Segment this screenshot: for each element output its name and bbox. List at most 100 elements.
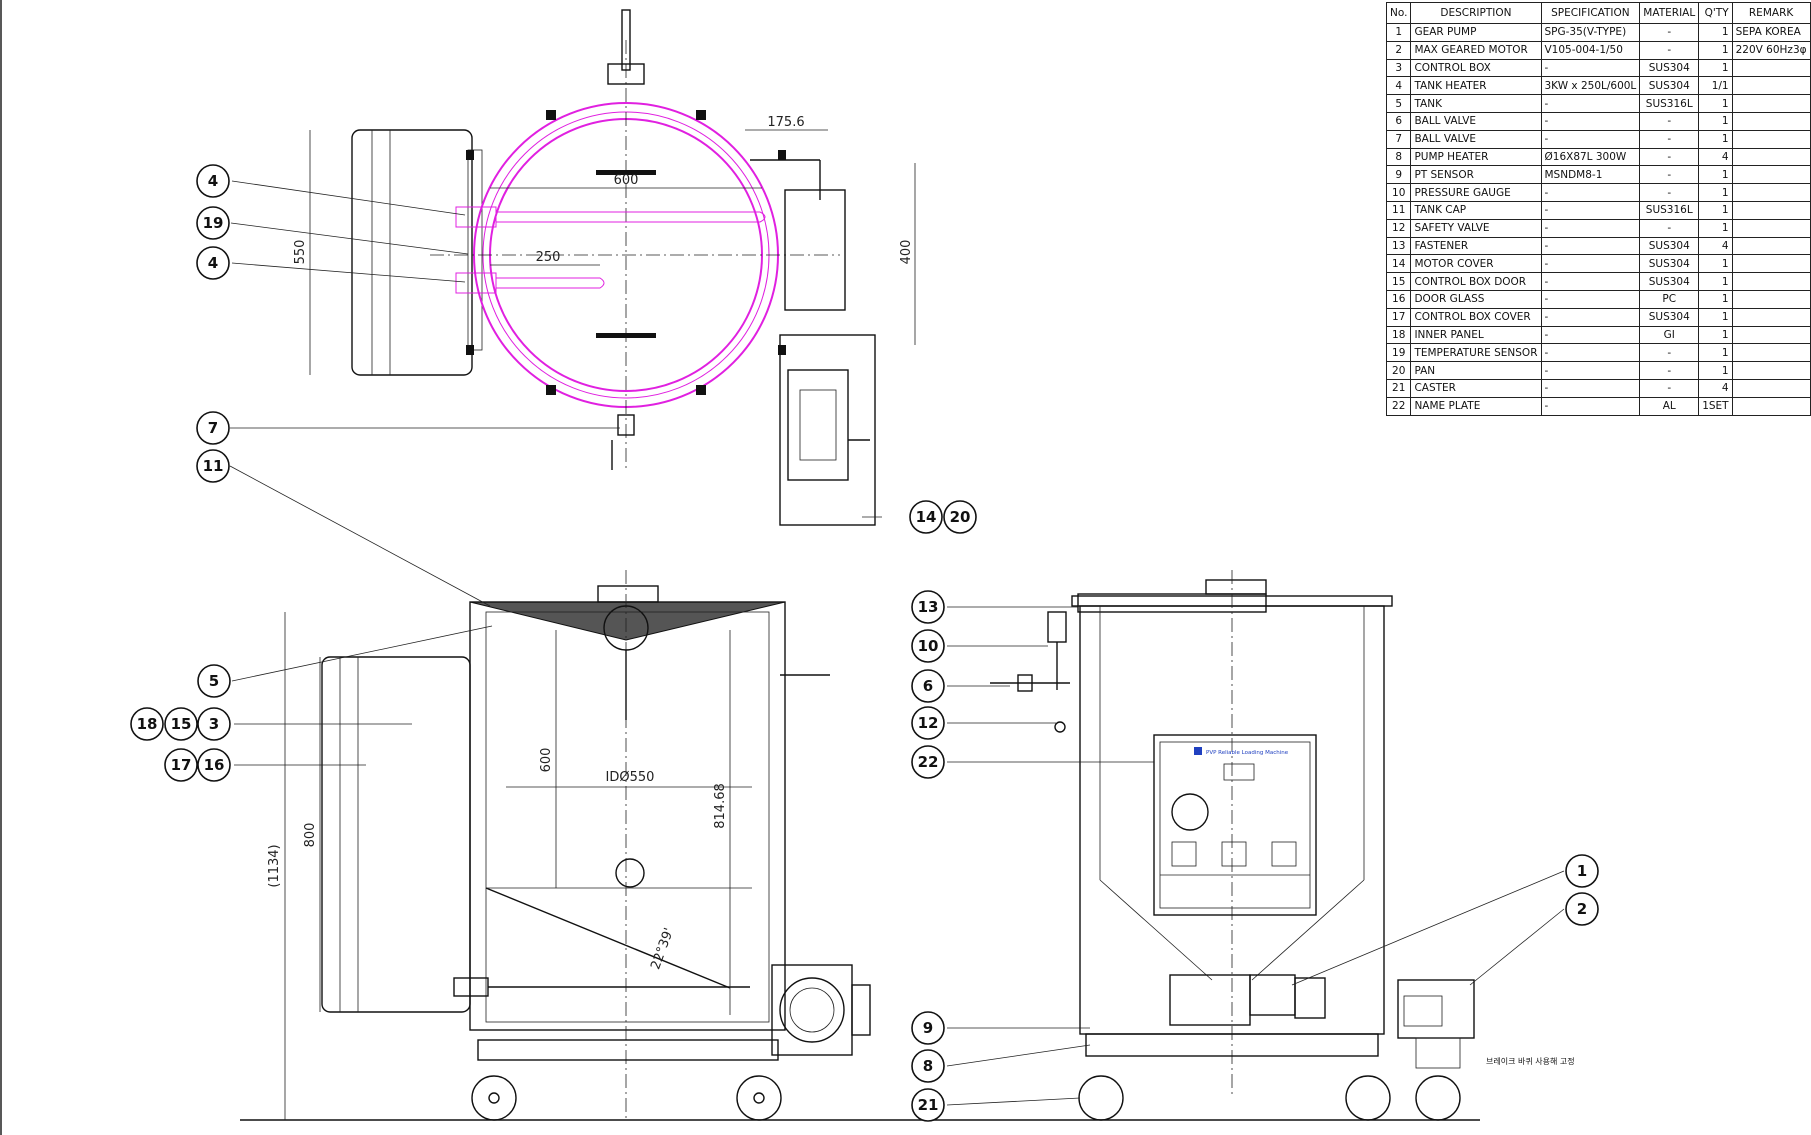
- bom-header-row: No. DESCRIPTION SPECIFICATION MATERIAL Q…: [1385, 2, 1811, 24]
- bom-cell-qty: 1: [1698, 23, 1733, 42]
- bom-cell-qty: 1: [1698, 129, 1733, 149]
- bom-cell-no: 9: [1385, 165, 1412, 185]
- bom-cell-remark: [1731, 94, 1811, 113]
- bom-cell-material: SUS304: [1639, 307, 1700, 327]
- bom-cell-remark: [1731, 272, 1811, 291]
- svg-text:7: 7: [208, 419, 218, 437]
- bom-cell-material: SUS304: [1639, 76, 1700, 96]
- bom-cell-no: 16: [1385, 289, 1412, 309]
- balloon-21: 21: [911, 1088, 945, 1122]
- caster-note: 브레이크 바퀴 사용해 고정: [1486, 1056, 1575, 1066]
- bom-cell-no: 19: [1385, 343, 1412, 363]
- bom-cell-material: SUS304: [1639, 254, 1700, 274]
- balloon-10: 10: [911, 629, 945, 663]
- bom-cell-no: 8: [1385, 147, 1412, 167]
- bom-cell-remark: [1731, 236, 1811, 256]
- balloon-6: 6: [911, 669, 945, 703]
- bom-cell-material: -: [1639, 378, 1700, 398]
- bom-cell-qty: 1: [1698, 200, 1733, 220]
- bom-cell-material: SUS304: [1639, 58, 1700, 78]
- bom-cell-description: TEMPERATURE SENSOR: [1410, 343, 1542, 363]
- bom-cell-remark: [1731, 147, 1811, 167]
- bom-cell-description: CONTROL BOX COVER: [1410, 307, 1542, 327]
- svg-text:14: 14: [916, 508, 937, 526]
- svg-text:13: 13: [918, 598, 939, 616]
- bom-cell-description: PUMP HEATER: [1410, 147, 1542, 167]
- svg-text:2: 2: [1577, 900, 1587, 918]
- bom-cell-description: TANK HEATER: [1410, 76, 1542, 96]
- bom-cell-material: -: [1639, 165, 1700, 185]
- bom-cell-description: PRESSURE GAUGE: [1410, 183, 1542, 202]
- bom-cell-specification: -: [1540, 396, 1641, 416]
- bom-cell-description: MOTOR COVER: [1410, 254, 1542, 274]
- bom-cell-qty: 1/1: [1698, 76, 1733, 96]
- bom-cell-no: 15: [1385, 272, 1412, 291]
- bom-cell-material: -: [1639, 183, 1700, 202]
- dim-600-top: 600: [614, 173, 639, 188]
- svg-text:21: 21: [918, 1096, 939, 1114]
- bom-cell-qty: 1: [1698, 183, 1733, 202]
- front-view: PVP Reliable Loading Machine 브레이크 바퀴 사용해…: [990, 570, 1575, 1121]
- bom-cell-specification: Ø16X87L 300W: [1540, 147, 1641, 167]
- leader-lines: [229, 180, 1565, 1106]
- balloon-16: 16: [197, 748, 231, 782]
- bom-cell-specification: -: [1540, 325, 1641, 345]
- bom-cell-material: GI: [1639, 325, 1700, 345]
- bom-cell-no: 4: [1385, 76, 1412, 96]
- balloon-4a: 4: [196, 164, 230, 198]
- svg-text:18: 18: [137, 715, 158, 733]
- balloon-1: 1: [1565, 854, 1599, 888]
- svg-text:4: 4: [208, 254, 218, 272]
- bom-cell-specification: MSNDM8-1: [1540, 165, 1641, 185]
- bom-cell-material: AL: [1639, 396, 1700, 416]
- bom-cell-remark: [1731, 129, 1811, 149]
- bom-cell-specification: -: [1540, 307, 1641, 327]
- bom-cell-material: -: [1639, 218, 1700, 238]
- bom-cell-qty: 1: [1698, 218, 1733, 238]
- bom-cell-specification: 3KW x 250L/600L: [1540, 76, 1641, 96]
- bom-cell-remark: [1731, 361, 1811, 380]
- bom-cell-remark: [1731, 76, 1811, 96]
- svg-text:20: 20: [950, 508, 971, 526]
- bom-cell-remark: [1731, 378, 1811, 398]
- section-view: (1134) 800 600 IDØ550 814.68 22°39': [267, 570, 871, 1121]
- balloon-22: 22: [911, 745, 945, 779]
- svg-text:6: 6: [923, 677, 933, 695]
- bom-cell-description: TANK: [1410, 94, 1542, 113]
- balloon-20: 20: [943, 500, 977, 534]
- balloon-11: 11: [196, 449, 230, 483]
- bom-cell-qty: 1: [1698, 254, 1733, 274]
- bom-cell-remark: [1731, 289, 1811, 309]
- bom-cell-specification: V105-004-1/50: [1540, 40, 1641, 60]
- bom-cell-qty: 1: [1698, 289, 1733, 309]
- bom-cell-material: SUS304: [1639, 272, 1700, 291]
- bom-cell-material: -: [1639, 23, 1700, 42]
- bom-cell-qty: 1: [1698, 111, 1733, 131]
- svg-text:16: 16: [204, 756, 225, 774]
- bom-cell-qty: 1: [1698, 58, 1733, 78]
- bom-cell-no: 2: [1385, 40, 1412, 60]
- bom-cell-specification: -: [1540, 129, 1641, 149]
- bom-cell-no: 1: [1385, 23, 1412, 42]
- balloon-2: 2: [1565, 892, 1599, 926]
- bom-cell-specification: -: [1540, 378, 1641, 398]
- bom-cell-remark: [1731, 218, 1811, 238]
- bom-cell-material: -: [1639, 40, 1700, 60]
- top-view: 550 600 250 175.6 400: [293, 9, 916, 526]
- bill-of-materials: No. DESCRIPTION SPECIFICATION MATERIAL Q…: [1385, 2, 1811, 416]
- bom-cell-material: -: [1639, 147, 1700, 167]
- balloon-17: 17: [164, 748, 198, 782]
- bom-cell-qty: 1SET: [1698, 396, 1733, 416]
- bom-cell-description: NAME PLATE: [1410, 396, 1542, 416]
- bom-cell-specification: -: [1540, 236, 1641, 256]
